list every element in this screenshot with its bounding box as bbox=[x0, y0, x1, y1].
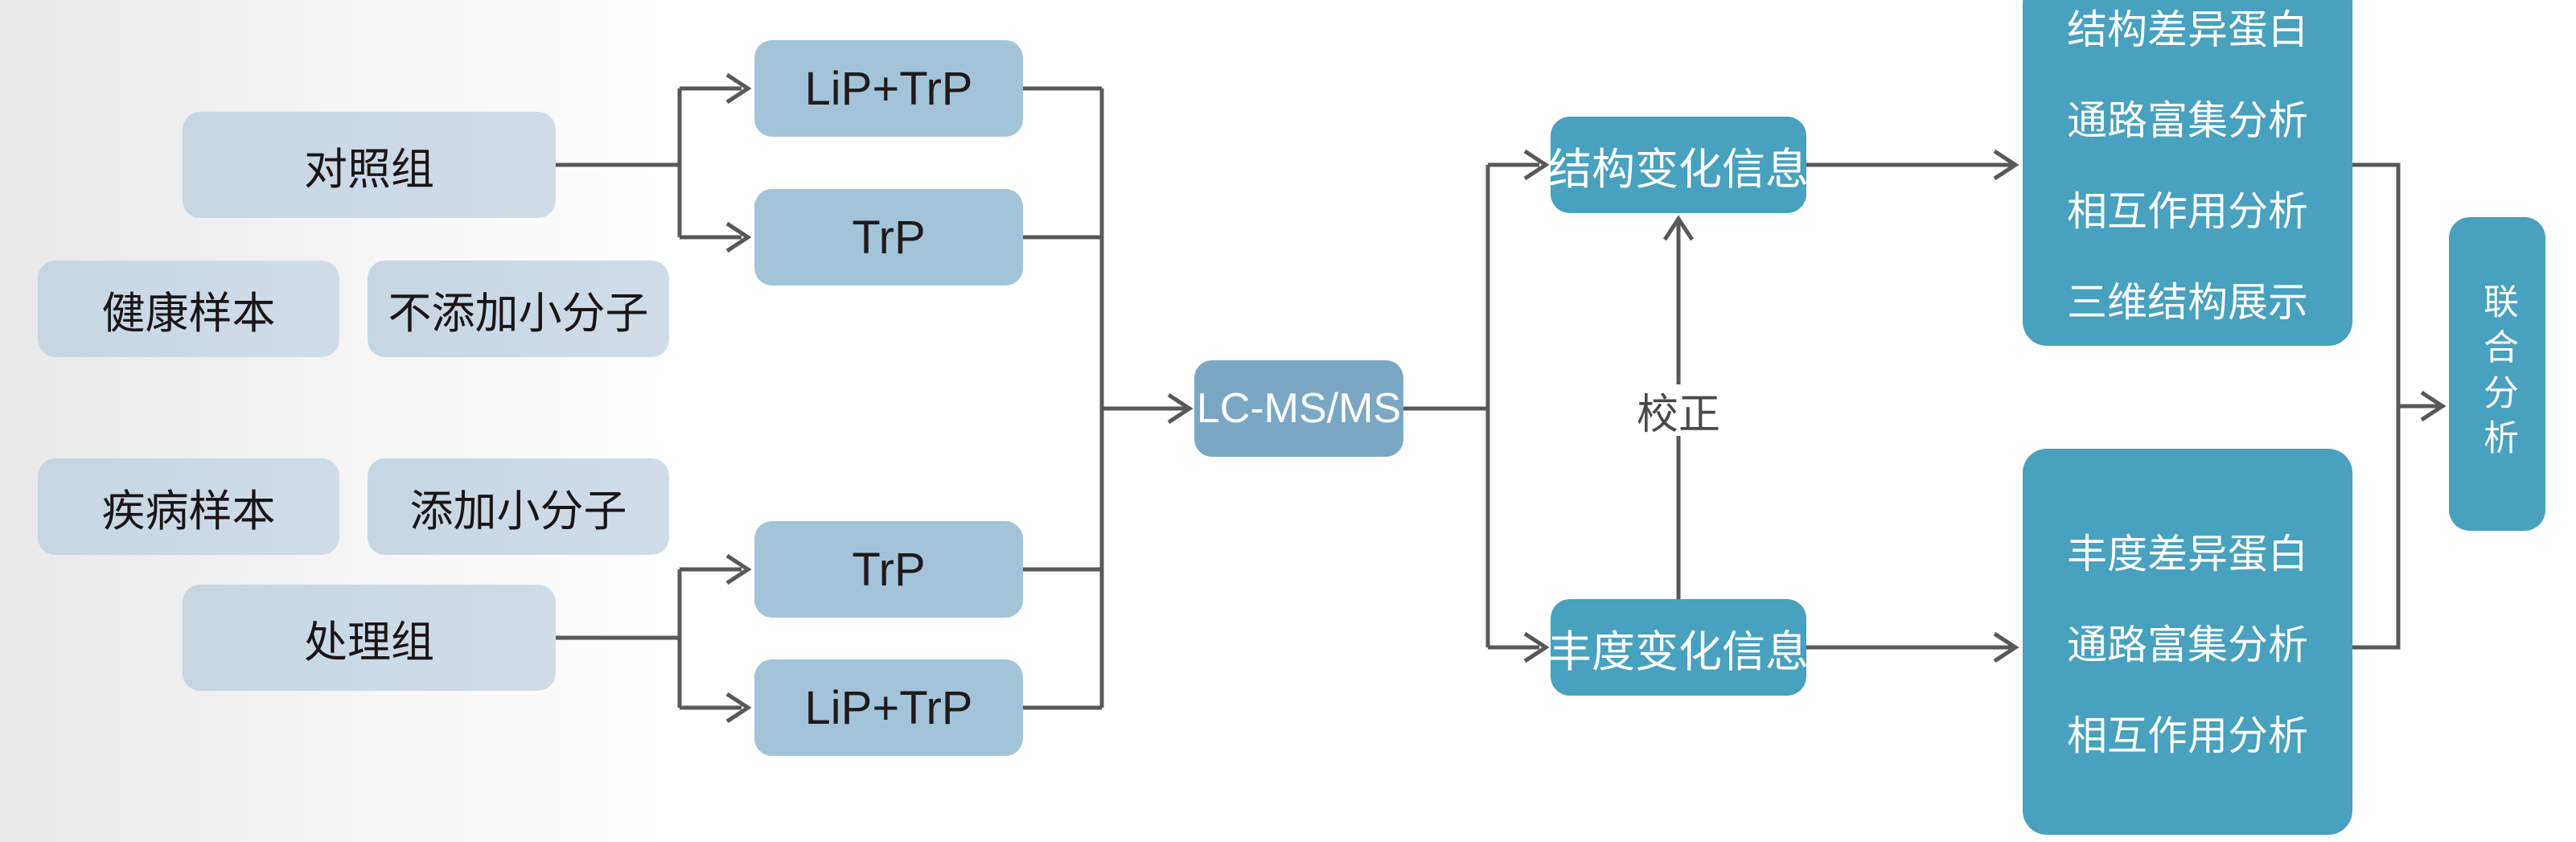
node-healthy-sample: 健康样本 bbox=[38, 261, 339, 357]
panel-line-abundance-diff-protein: 丰度差异蛋白 bbox=[2067, 532, 2308, 577]
node-structure-change-info: 结构变化信息 bbox=[1548, 117, 1809, 213]
node-lip-trp-bottom: LiP+TrP bbox=[754, 659, 1023, 756]
node-no-small-molecule: 不添加小分子 bbox=[368, 261, 669, 357]
node-add-small-molecule: 添加小分子 bbox=[368, 458, 669, 555]
node-trp-bottom: TrP bbox=[754, 521, 1023, 618]
node-lip-trp-top: LiP+TrP bbox=[754, 40, 1023, 137]
panel-line-interaction-analysis: 相互作用分析 bbox=[2067, 188, 2308, 234]
node-disease-sample: 疾病样本 bbox=[38, 458, 339, 555]
panel-line-3d-structure-display: 三维结构展示 bbox=[2067, 279, 2308, 325]
node-control-group: 对照组 bbox=[183, 112, 556, 218]
panel-abundance-outputs: 丰度差异蛋白 通路富集分析 相互作用分析 bbox=[2023, 449, 2352, 835]
node-abundance-change-info: 丰度变化信息 bbox=[1548, 599, 1809, 696]
panel-line-interaction-analysis: 相互作用分析 bbox=[2067, 713, 2308, 758]
panel-line-structure-diff-protein: 结构差异蛋白 bbox=[2067, 6, 2308, 52]
node-joint-analysis: 联合分析 bbox=[2449, 217, 2545, 531]
node-trp-top: TrP bbox=[754, 189, 1023, 285]
panel-line-pathway-enrichment: 通路富集分析 bbox=[2067, 622, 2308, 667]
panel-structure-outputs: 结构差异蛋白 通路富集分析 相互作用分析 三维结构展示 bbox=[2023, 0, 2352, 346]
node-treatment-group: 处理组 bbox=[183, 585, 556, 691]
node-lc-ms-ms: LC-MS/MS bbox=[1194, 360, 1403, 457]
panel-line-pathway-enrichment: 通路富集分析 bbox=[2067, 97, 2308, 143]
correction-label: 校正 bbox=[1610, 384, 1747, 438]
